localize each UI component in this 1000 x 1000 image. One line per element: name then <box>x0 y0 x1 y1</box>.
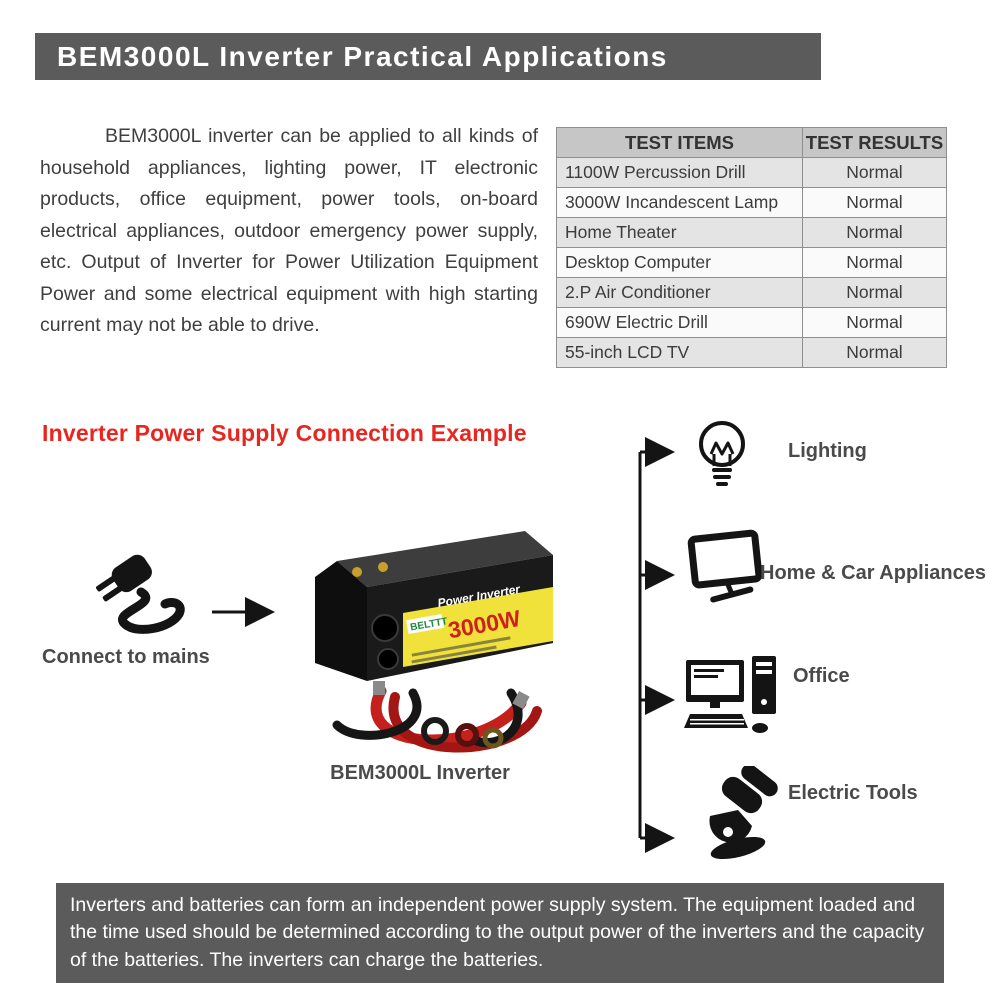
test-item: 55-inch LCD TV <box>556 337 803 368</box>
inverter-product-image: BELTTT 3000W Power Inverter <box>285 495 555 765</box>
table-header-test-results: TEST RESULTS <box>802 127 947 158</box>
output-label-home-car-appliances: Home & Car Appliances <box>760 562 986 584</box>
inverter-spec-label <box>403 587 553 667</box>
test-result: Normal <box>802 247 947 278</box>
inverter-caption: BEM3000L Inverter <box>330 762 510 784</box>
test-result: Normal <box>802 187 947 218</box>
table-row: 3000W Incandescent Lamp Normal <box>556 187 947 218</box>
section-heading: Inverter Power Supply Connection Example <box>42 420 527 446</box>
table-header-test-items: TEST ITEMS <box>556 127 803 158</box>
test-item: 690W Electric Drill <box>556 307 803 338</box>
test-result: Normal <box>802 307 947 338</box>
table-row: 55-inch LCD TV Normal <box>556 337 947 368</box>
intro-paragraph: BEM3000L inverter can be applied to all … <box>40 125 538 337</box>
power-tool-icon <box>694 764 784 866</box>
test-result: Normal <box>802 217 947 248</box>
output-label-office: Office <box>793 665 850 687</box>
table-row: 2.P Air Conditioner Normal <box>556 277 947 308</box>
test-item: 3000W Incandescent Lamp <box>556 187 803 218</box>
test-item: Home Theater <box>556 217 803 248</box>
table-row: 1100W Percussion Drill Normal <box>556 157 947 188</box>
test-result: Normal <box>802 337 947 368</box>
page-title: BEM3000L Inverter Practical Applications <box>57 40 668 72</box>
mains-plug-icon <box>85 540 205 652</box>
table-row: 690W Electric Drill Normal <box>556 307 947 338</box>
tv-icon <box>686 528 768 620</box>
footer-note: Inverters and batteries can form an inde… <box>56 883 944 983</box>
test-item: Desktop Computer <box>556 247 803 278</box>
table-header-row: TEST ITEMS TEST RESULTS <box>556 127 947 158</box>
test-item: 2.P Air Conditioner <box>556 277 803 308</box>
page-title-banner: BEM3000L Inverter Practical Applications <box>35 33 821 80</box>
light-bulb-icon <box>692 418 752 502</box>
test-result: Normal <box>802 277 947 308</box>
output-label-electric-tools: Electric Tools <box>788 782 918 804</box>
test-result: Normal <box>802 157 947 188</box>
output-label-lighting: Lighting <box>788 440 867 462</box>
connect-to-mains-label: Connect to mains <box>42 646 210 668</box>
table-row: Home Theater Normal <box>556 217 947 248</box>
office-computer-icon <box>682 652 782 744</box>
test-item: 1100W Percussion Drill <box>556 157 803 188</box>
table-row: Desktop Computer Normal <box>556 247 947 278</box>
test-results-table: TEST ITEMS TEST RESULTS 1100W Percussion… <box>556 127 947 368</box>
